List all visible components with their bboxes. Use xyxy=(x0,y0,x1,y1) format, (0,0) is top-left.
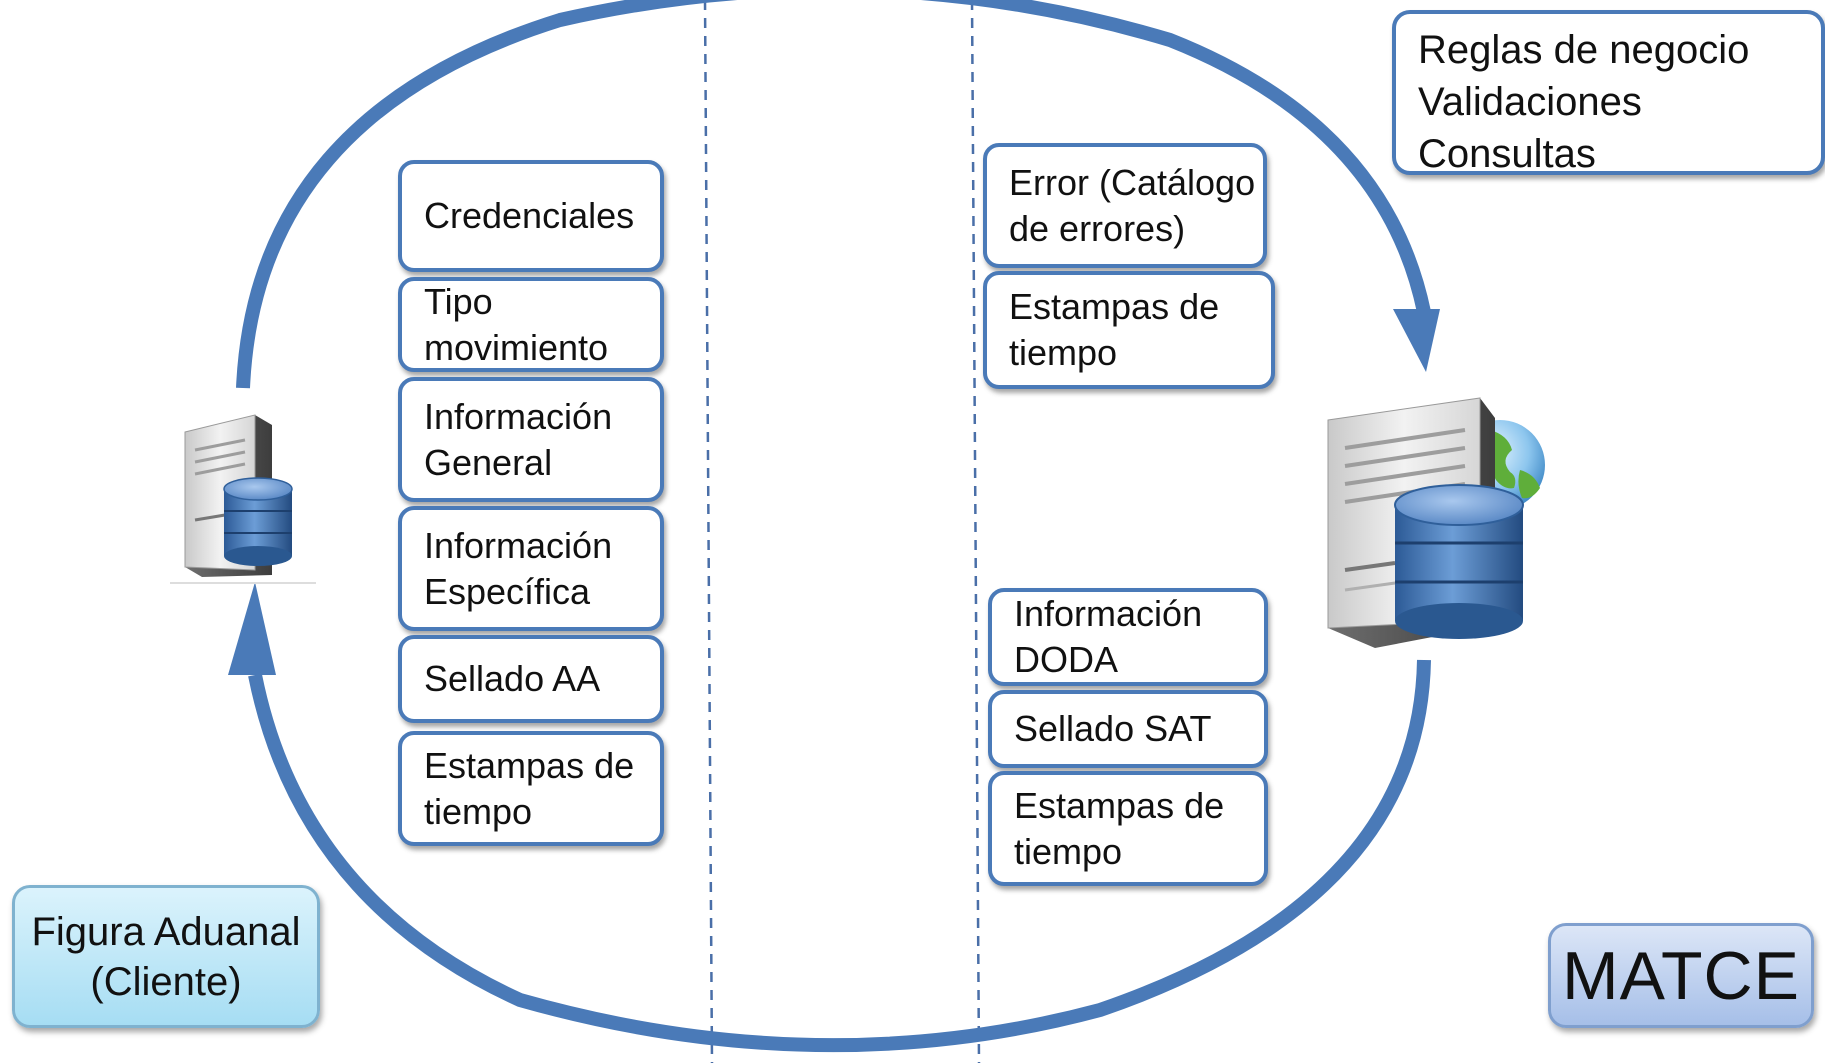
informacion-doda-box: Información DODA xyxy=(988,588,1268,686)
client-label-box: Figura Aduanal (Cliente) xyxy=(12,885,320,1028)
estampas-right-top-line-1: Estampas de xyxy=(1009,286,1220,327)
client-server-icon xyxy=(170,414,316,584)
request-arrow-arc xyxy=(236,0,1431,389)
server-label-text: MATCE xyxy=(1562,937,1800,1014)
credenciales-line: Credenciales xyxy=(424,195,635,236)
doda-line-1: Información xyxy=(1014,593,1203,634)
sellado-aa-line: Sellado AA xyxy=(424,658,601,699)
tipo-movimiento-line-2: movimiento xyxy=(424,326,609,368)
estampas-right-bottom-line-1: Estampas de xyxy=(1014,784,1225,826)
estampas-left-line-2: tiempo xyxy=(424,790,533,832)
server-label-box: MATCE xyxy=(1548,923,1814,1028)
divider-line-left xyxy=(703,0,714,1063)
estampas-left-line-1: Estampas de xyxy=(424,744,635,786)
divider-line-right xyxy=(970,0,981,1063)
response-arrow-arc xyxy=(248,659,1431,1053)
credenciales-box: Credenciales xyxy=(398,160,664,272)
tipo-movimiento-box: Tipo movimiento xyxy=(398,277,664,372)
rules-line-2: Validaciones xyxy=(1418,80,1642,124)
informacion-general-line-2: General xyxy=(424,441,553,483)
tipo-movimiento-line-1: Tipo xyxy=(424,280,493,322)
request-arrowhead xyxy=(1393,309,1440,372)
client-label-line-2: (Cliente) xyxy=(90,959,242,1004)
informacion-general-box: Información General xyxy=(398,377,664,502)
informacion-especifica-line-1: Información xyxy=(424,524,613,566)
sellado-aa-box: Sellado AA xyxy=(398,635,664,723)
error-line-2: de errores) xyxy=(1009,207,1186,249)
rules-line-3: Consultas xyxy=(1418,132,1596,176)
informacion-especifica-line-2: Específica xyxy=(424,570,591,612)
estampas-tiempo-left-box: Estampas de tiempo xyxy=(398,731,664,846)
sellado-sat-line: Sellado SAT xyxy=(1014,708,1212,749)
rules-line-1: Reglas de negocio xyxy=(1418,28,1750,72)
client-label-line-1: Figura Aduanal xyxy=(31,909,301,954)
error-catalogo-box: Error (Catálogo de errores) xyxy=(983,143,1267,268)
response-arrowhead xyxy=(228,582,276,675)
server-rules-box: Reglas de negocio Validaciones Consultas xyxy=(1392,10,1825,176)
estampas-right-top-line-2: tiempo xyxy=(1009,332,1118,373)
estampas-tiempo-right-bottom-box: Estampas de tiempo xyxy=(988,771,1268,886)
informacion-especifica-box: Información Específica xyxy=(398,506,664,631)
estampas-right-bottom-line-2: tiempo xyxy=(1014,830,1123,872)
sellado-sat-box: Sellado SAT xyxy=(988,690,1268,768)
informacion-general-line-1: Información xyxy=(424,395,613,437)
estampas-tiempo-right-top-box: Estampas de tiempo xyxy=(983,271,1275,389)
error-line-1: Error (Catálogo xyxy=(1009,161,1256,203)
matce-server-icon xyxy=(1327,397,1545,648)
doda-line-2: DODA xyxy=(1014,639,1119,680)
